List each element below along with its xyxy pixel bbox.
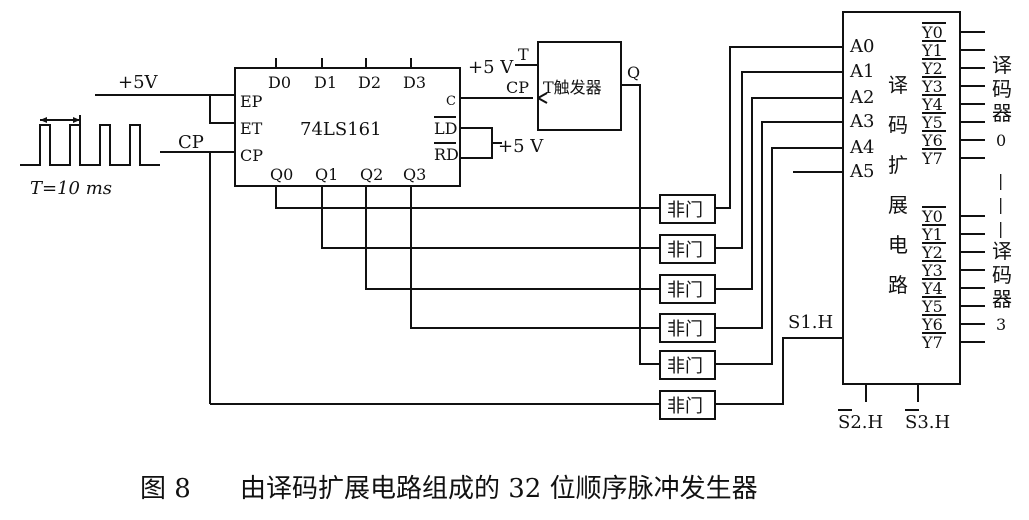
svg-text:Y5: Y5	[921, 113, 943, 132]
svg-text:Y4: Y4	[921, 95, 943, 114]
s2-label: S2.H	[838, 412, 883, 433]
svg-text:非门: 非门	[667, 356, 703, 377]
not-gate-5: 非门	[659, 350, 716, 380]
decoder-input-a5: A5	[849, 161, 874, 182]
svg-text:非门: 非门	[667, 396, 703, 417]
svg-text:Y2: Y2	[921, 59, 943, 78]
group2-label-char-3: 器	[992, 287, 1012, 311]
t-flipflop	[537, 41, 622, 131]
svg-text:非门: 非门	[667, 200, 703, 221]
group-dash-3: |	[998, 219, 1003, 238]
svg-text:Y1: Y1	[921, 225, 943, 244]
svg-text:Y3: Y3	[921, 261, 943, 280]
decoder-group1-outputs: Y0 Y1 Y2 Y3 Y4 Y5 Y6 Y7	[921, 22, 985, 168]
svg-text:非门: 非门	[667, 240, 703, 261]
pin-cp: CP	[240, 146, 263, 165]
flipflop-t-pin: T	[518, 45, 529, 64]
decoder-input-a4: A4	[849, 137, 874, 158]
svg-text:Y2: Y2	[921, 243, 943, 262]
group-dash-2: |	[998, 195, 1003, 214]
clock-cp-label: CP	[178, 132, 204, 153]
svg-text:Y3: Y3	[921, 77, 943, 96]
decoder-expansion	[842, 11, 961, 385]
pin-d2: D2	[358, 73, 381, 92]
not-gate-1: 非门	[659, 194, 716, 224]
pin-q3: Q3	[403, 165, 426, 184]
not-gate-2: 非门	[659, 234, 716, 264]
ld-vcc-label: +5 V	[498, 136, 544, 157]
svg-text:Y1: Y1	[921, 41, 943, 60]
group2-label-char-1: 译	[992, 239, 1012, 263]
svg-text:Y5: Y5	[921, 297, 943, 316]
pin-ld: LD	[434, 119, 457, 138]
decoder-input-a0: A0	[849, 36, 874, 57]
pin-d0: D0	[268, 73, 291, 92]
pin-q1: Q1	[315, 165, 338, 184]
svg-text:Y0: Y0	[921, 207, 943, 226]
counter-chip	[234, 67, 461, 187]
group1-label-char-2: 码	[992, 77, 1012, 101]
pin-et: ET	[240, 119, 263, 138]
svg-text:Y0: Y0	[921, 23, 943, 42]
pin-d3: D3	[403, 73, 426, 92]
decoder-name-char-4: 展	[888, 193, 908, 217]
period-label: T=10 ms	[30, 178, 112, 199]
group-dash-1: |	[998, 171, 1003, 190]
decoder-input-a2: A2	[849, 87, 874, 108]
caption-number: 图 8	[140, 474, 191, 504]
group2-label-char-4: 3	[996, 315, 1006, 334]
group1-label-char-4: 0	[996, 131, 1006, 150]
decoder-input-a3: A3	[849, 111, 874, 132]
decoder-input-a1: A1	[849, 61, 874, 82]
decoder-name-char-3: 扩	[888, 153, 908, 177]
svg-text:非门: 非门	[667, 319, 703, 340]
svg-text:Y4: Y4	[921, 279, 943, 298]
svg-text:Y7: Y7	[921, 149, 943, 168]
pin-carry: C	[446, 94, 456, 109]
pin-q2: Q2	[360, 165, 383, 184]
s3-label: S3.H	[905, 412, 950, 433]
flipflop-q-pin: Q	[627, 63, 640, 82]
flipflop-cp-pin: CP	[506, 78, 529, 97]
decoder-name-char-1: 译	[888, 73, 908, 97]
flipflop-name: T触发器	[543, 78, 602, 97]
group1-label-char-1: 译	[992, 53, 1012, 77]
decoder-group2-outputs: Y0 Y1 Y2 Y3 Y4 Y5 Y6 Y7	[921, 206, 985, 352]
s1-label: S1.H	[788, 312, 833, 333]
clock-waveform	[20, 115, 160, 166]
pin-d1: D1	[314, 73, 337, 92]
decoder-name-char-6: 路	[888, 273, 908, 297]
decoder-name-char-5: 电	[888, 233, 908, 257]
svg-text:Y6: Y6	[921, 315, 943, 334]
not-gate-6: 非门	[659, 390, 716, 420]
pin-ep: EP	[240, 92, 263, 111]
decoder-name-char-2: 码	[888, 113, 908, 137]
svg-text:Y6: Y6	[921, 131, 943, 150]
svg-text:非门: 非门	[667, 280, 703, 301]
not-gate-3: 非门	[659, 274, 716, 304]
group2-label-char-2: 码	[992, 263, 1012, 287]
counter-chip-name: 74LS161	[300, 119, 382, 140]
not-gate-4: 非门	[659, 313, 716, 343]
caption-text: 由译码扩展电路组成的 32 位顺序脉冲发生器	[240, 474, 758, 504]
group1-label-char-3: 器	[992, 101, 1012, 125]
pin-q0: Q0	[270, 165, 293, 184]
flipflop-vcc-label: +5 V	[468, 57, 514, 78]
ep-vcc-label: +5V	[118, 72, 159, 93]
svg-text:Y7: Y7	[921, 333, 943, 352]
pin-rd: RD	[434, 145, 459, 164]
